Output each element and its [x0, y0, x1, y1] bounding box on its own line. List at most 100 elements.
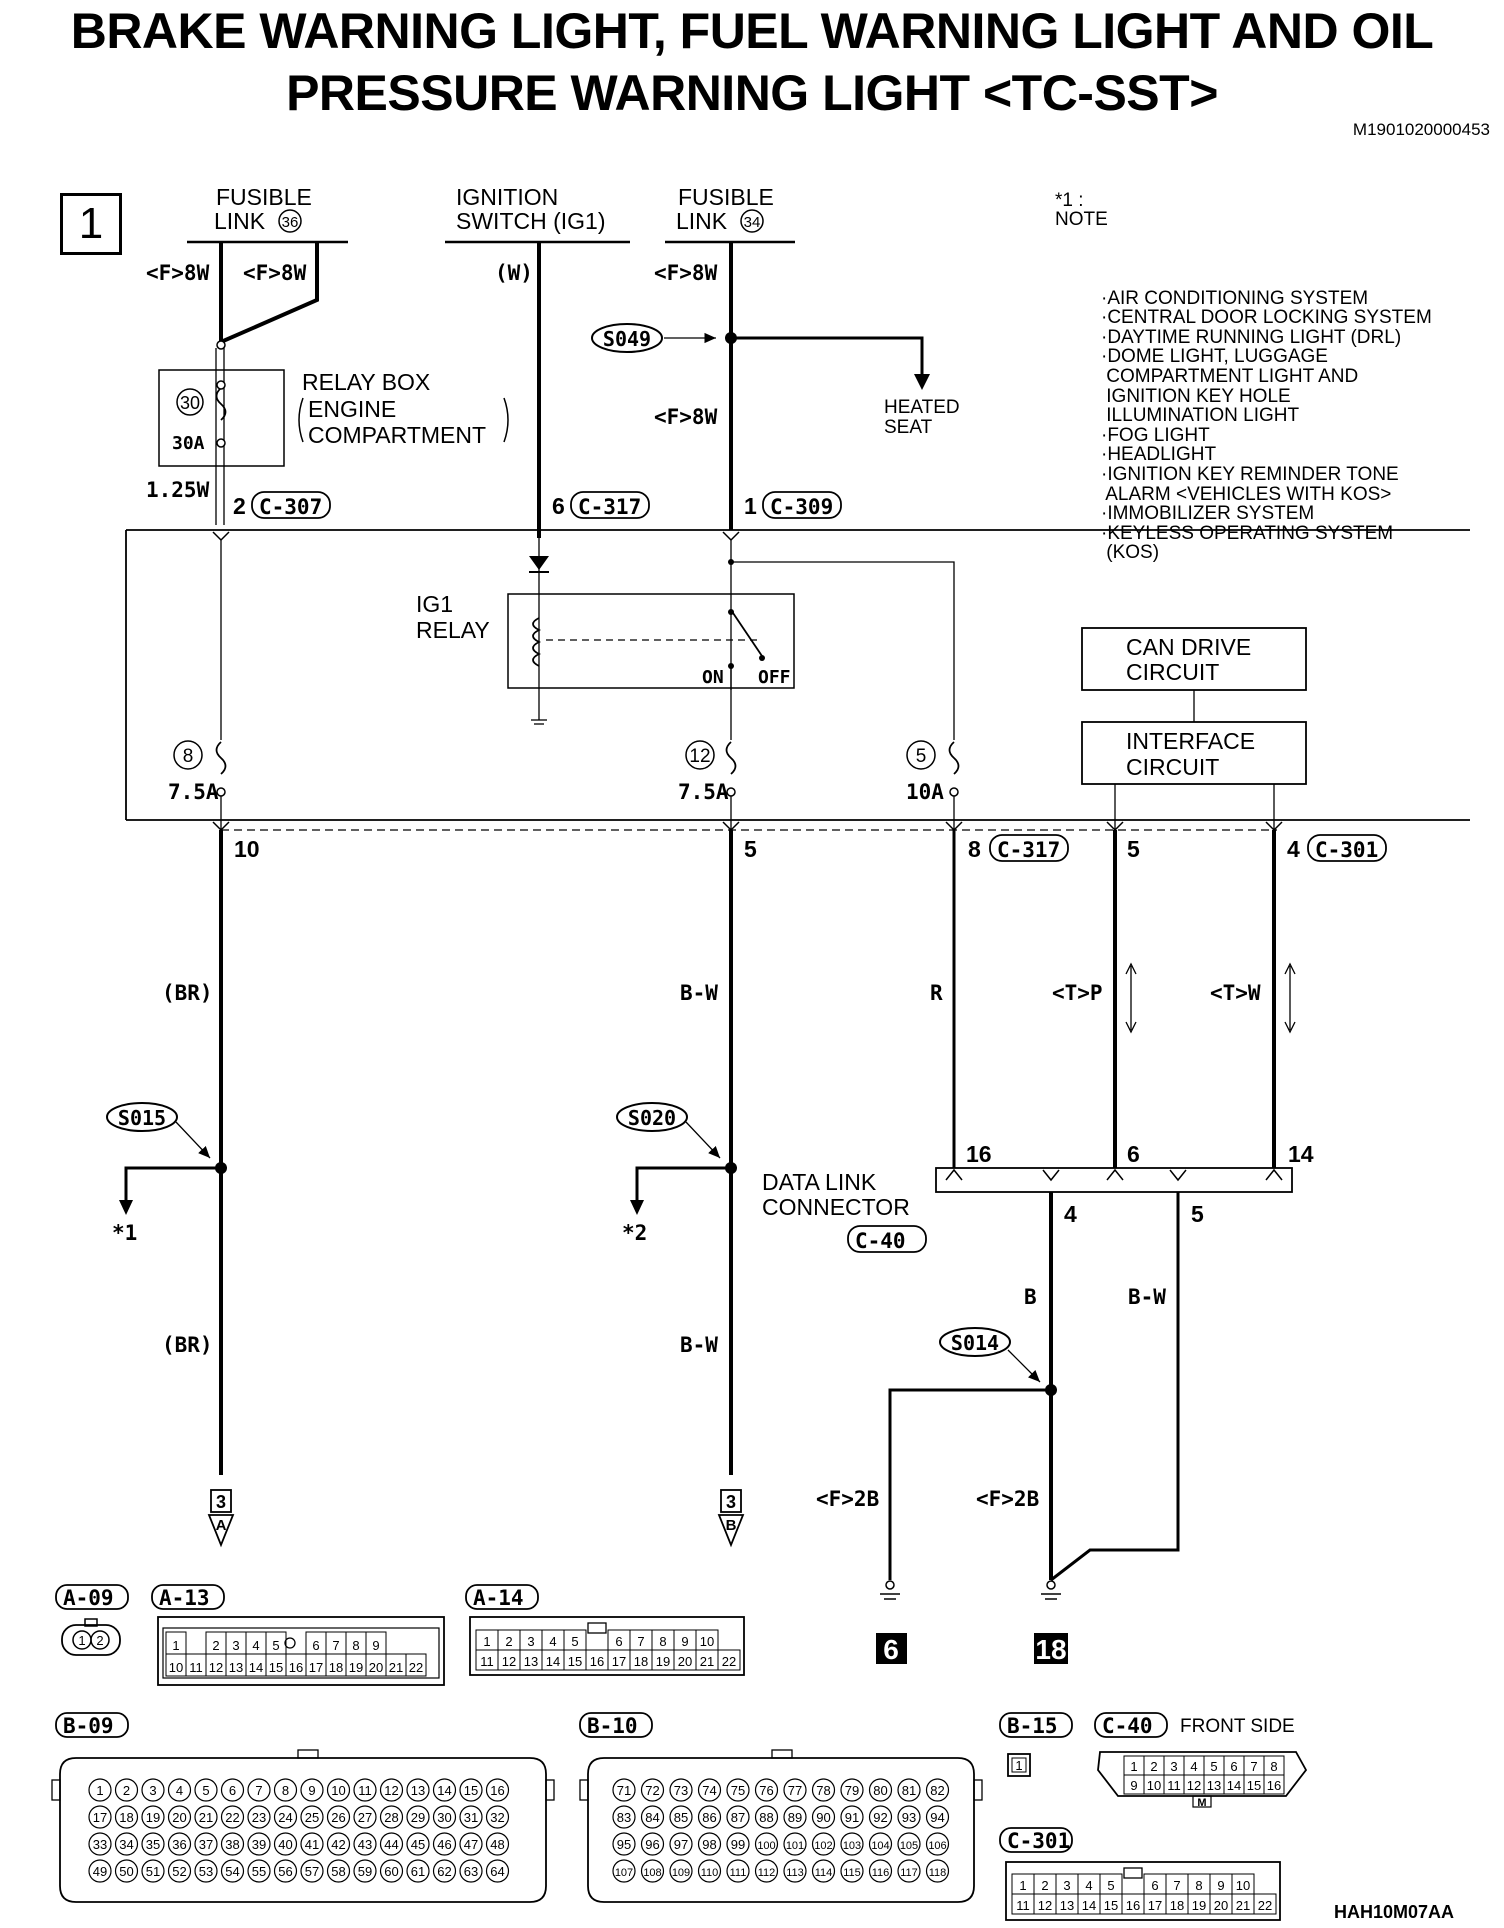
pin-number: 17 — [309, 1660, 323, 1675]
pin-socket — [726, 1832, 750, 1856]
pin-number: 4 — [549, 1634, 556, 1649]
pin-socket — [300, 1832, 324, 1856]
wire-label-w: (W) — [495, 261, 533, 285]
pin-number: 22 — [722, 1654, 736, 1669]
relay-box-fuse-rating: 30A — [172, 433, 205, 454]
pin-socket — [840, 1805, 864, 1829]
pin-number: 14 — [437, 1783, 451, 1798]
pin-number: 4 — [1190, 1759, 1197, 1774]
pin-number: 48 — [490, 1837, 504, 1852]
pin-number: 7 — [1173, 1878, 1180, 1893]
pin-socket — [88, 1832, 112, 1856]
pin-number: 1 — [483, 1634, 490, 1649]
ref-star1: *1 — [112, 1221, 137, 1245]
pin-socket — [925, 1778, 950, 1802]
pin-number: 99 — [731, 1837, 745, 1852]
pin-number: 73 — [674, 1783, 688, 1798]
c309-pin: 1 — [744, 493, 757, 519]
pin-socket — [406, 1859, 430, 1883]
pin-socket — [783, 1805, 807, 1829]
pin-socket — [754, 1859, 779, 1883]
pin-number: 9 — [1217, 1878, 1224, 1893]
pin-socket — [141, 1859, 165, 1883]
page-title-line1: BRAKE WARNING LIGHT, FUEL WARNING LIGHT … — [70, 3, 1434, 59]
fusible-link-36-title: FUSIBLE — [216, 184, 312, 210]
pin-number: 10 — [700, 1634, 714, 1649]
pin-number: 12 — [1038, 1898, 1052, 1913]
pin-socket — [353, 1859, 377, 1883]
pin-number: 9 — [1130, 1778, 1137, 1793]
note-marker: *1 : — [1055, 189, 1084, 211]
pin-number: 2 — [123, 1783, 130, 1798]
pin-number: 2 — [1150, 1759, 1157, 1774]
cv-c301: C-301 — [1007, 1829, 1070, 1853]
pin-number: 13 — [411, 1783, 425, 1798]
pin-number: 17 — [93, 1810, 107, 1825]
pin-number: 16 — [1126, 1898, 1140, 1913]
note-line: ILLUMINATION LIGHT — [1101, 405, 1300, 427]
pin-number: 8 — [282, 1783, 289, 1798]
pin-socket — [247, 1832, 271, 1856]
pin-socket — [459, 1805, 483, 1829]
ignition-switch-sub: SWITCH (IG1) — [456, 208, 606, 234]
pin-number: 5 — [571, 1634, 578, 1649]
pin-socket — [868, 1859, 893, 1883]
pin-socket — [897, 1805, 921, 1829]
pin-socket — [194, 1859, 218, 1883]
pin-socket — [300, 1778, 324, 1802]
pin-socket — [612, 1859, 636, 1883]
note-line: ·IGNITION KEY REMINDER TONE — [1101, 463, 1399, 485]
splice-s020: S020 — [628, 1106, 676, 1130]
wire-label-bw-c: B-W — [1128, 1285, 1166, 1309]
pin-number: 79 — [845, 1783, 859, 1798]
pin-number: 14 — [546, 1654, 560, 1669]
pin-socket — [114, 1805, 139, 1829]
pin-socket — [300, 1859, 324, 1883]
pin-socket — [326, 1778, 351, 1802]
dlc-label1: DATA LINK — [762, 1169, 877, 1195]
pin-number: 100 — [757, 1840, 775, 1852]
pin-number: 11 — [1167, 1778, 1181, 1793]
pin-socket — [406, 1805, 430, 1829]
pin-number: 34 — [119, 1837, 133, 1852]
pin-number: 3 — [232, 1638, 239, 1653]
ig1-relay-on: ON — [702, 667, 724, 688]
pin-number: 2 — [1041, 1878, 1048, 1893]
pin-socket — [697, 1805, 722, 1829]
pin-number: 118 — [929, 1867, 947, 1879]
pin-socket — [669, 1778, 693, 1802]
pin-number: 117 — [900, 1867, 918, 1879]
pin-number: 92 — [873, 1810, 887, 1825]
pin-socket — [326, 1805, 351, 1829]
pin-number: 3 — [1063, 1878, 1070, 1893]
pin-number: 6 — [229, 1783, 236, 1798]
pin-number: 9 — [681, 1634, 688, 1649]
pin-number: 11 — [480, 1654, 494, 1669]
pin-socket — [247, 1805, 271, 1829]
fusible-link-36-header: FUSIBLE LINK 36 — [187, 184, 348, 244]
pin-socket — [669, 1859, 693, 1883]
pin-number: 116 — [872, 1867, 890, 1879]
relay-box-label2: ENGINE — [308, 396, 396, 422]
pin-socket — [114, 1832, 139, 1856]
pin-number: 4 — [1085, 1878, 1092, 1893]
pin-number: 45 — [411, 1837, 425, 1852]
pin-number: 14 — [1082, 1898, 1096, 1913]
pin-socket — [194, 1778, 218, 1802]
continuation-b-page: 3 — [726, 1492, 736, 1512]
pin-number: 44 — [384, 1837, 398, 1852]
pin-number: 13 — [229, 1660, 243, 1675]
pin-number: 1 — [1019, 1878, 1026, 1893]
pin-number: 38 — [225, 1837, 239, 1852]
pin-socket — [783, 1832, 807, 1856]
pin-number: 115 — [843, 1867, 861, 1879]
pin-cell — [405, 1653, 427, 1677]
pin-socket — [273, 1859, 298, 1883]
pin-socket — [432, 1859, 457, 1883]
pin-socket — [868, 1778, 893, 1802]
pin-socket — [88, 1805, 112, 1829]
